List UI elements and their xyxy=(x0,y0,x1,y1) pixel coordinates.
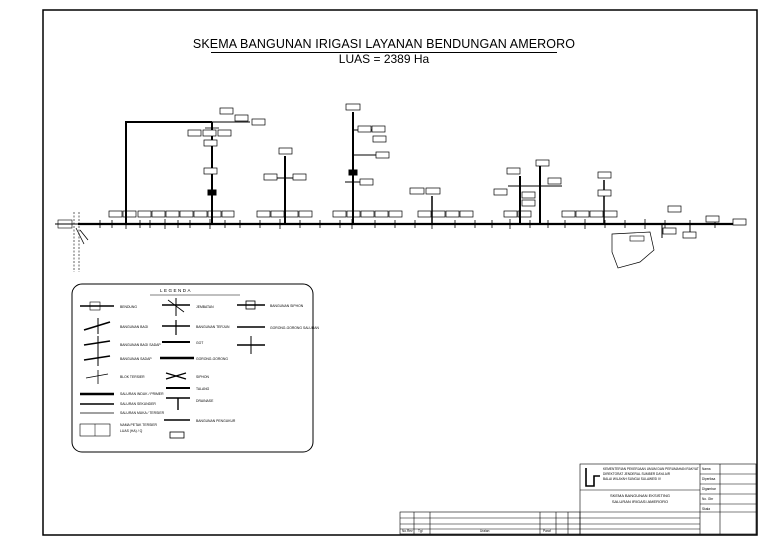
legend-heading: LEGENDA xyxy=(160,288,192,293)
title-block xyxy=(399,463,757,535)
legend-item: BANGUNAN PENGUKUR xyxy=(196,419,236,423)
legend-item: GORONG-GORONG SALURAN xyxy=(270,326,320,330)
agency-text: BALAI WILAYAH SUNGAI SULAWESI IV xyxy=(603,477,662,481)
legend-item: JEMBATAN xyxy=(196,305,214,309)
rev-label: No.Rev xyxy=(402,529,413,533)
rev-label: Tgl xyxy=(418,529,423,533)
legend-item: SALURAN INDUK / PRIMER xyxy=(120,392,164,396)
legend-item: GORONG-GORONG xyxy=(196,357,228,361)
tertiary-blocks-main xyxy=(108,210,747,226)
legend-item: BANGUNAN SADAP xyxy=(120,357,152,361)
legend-item: BENDUNG xyxy=(120,305,137,309)
branch-5 xyxy=(493,159,562,224)
rev-label: Paraf xyxy=(543,529,551,533)
rev-label: Uraian xyxy=(480,529,490,533)
side-label: Digambar xyxy=(702,487,717,491)
legend-item: NAMA PETAK TERSIER xyxy=(120,423,158,427)
agency-text: DIREKTORAT JENDERAL SUMBER DAYA AIR xyxy=(603,472,671,476)
drawing-title: SKEMA BANGUNAN IRIGASI LAYANAN BENDUNGAN… xyxy=(192,37,576,51)
side-label: Diperiksa xyxy=(702,477,716,481)
branch-1 xyxy=(125,107,266,224)
drawing-name: SKEMA BANGUNAN EKSISTING xyxy=(610,493,670,498)
legend-item: SIPHON xyxy=(196,375,210,379)
branch-3 xyxy=(345,103,390,224)
legend-item: GOT xyxy=(196,341,203,345)
legend-item: BANGUNAN TERJUN xyxy=(196,325,230,329)
branch-2 xyxy=(263,147,307,224)
bendung-intake xyxy=(55,212,89,272)
legend-item: SALURAN SEKUNDER xyxy=(120,402,156,406)
side-label: Skala xyxy=(702,507,710,511)
legend-item: TALANG xyxy=(196,387,210,391)
legend-item: LUAS (HA) / Q xyxy=(120,429,143,433)
legend-item: BANGUNAN BAGI SADAP xyxy=(120,343,161,347)
branch-6 xyxy=(597,171,612,224)
legend-item: DRAINASE xyxy=(196,399,214,403)
legend-item: BLOK TERSIER xyxy=(120,375,145,379)
legend-box: LEGENDA BENDUNG BANGUNAN BAGI BANGUNAN B… xyxy=(71,283,320,453)
legend-item: SALURAN MUKA / TERSIER xyxy=(120,411,165,415)
legend-item: BANGUNAN BAGI xyxy=(120,325,148,329)
legend-item: BANGUNAN SIPHON xyxy=(270,304,304,308)
title-underline xyxy=(211,52,557,53)
side-label: No. Gbr xyxy=(702,497,714,501)
side-label: Nama xyxy=(702,467,711,471)
right-end xyxy=(611,205,720,269)
agency-text: KEMENTERIAN PEKERJAAN UMUM DAN PERUMAHAN… xyxy=(603,467,699,471)
sheet-border xyxy=(42,9,758,536)
branch-4 xyxy=(409,187,441,224)
drawing-name: SALURAN IRIGASI AMERORO xyxy=(612,499,668,504)
area-subtitle: LUAS = 2389 Ha xyxy=(338,52,430,66)
